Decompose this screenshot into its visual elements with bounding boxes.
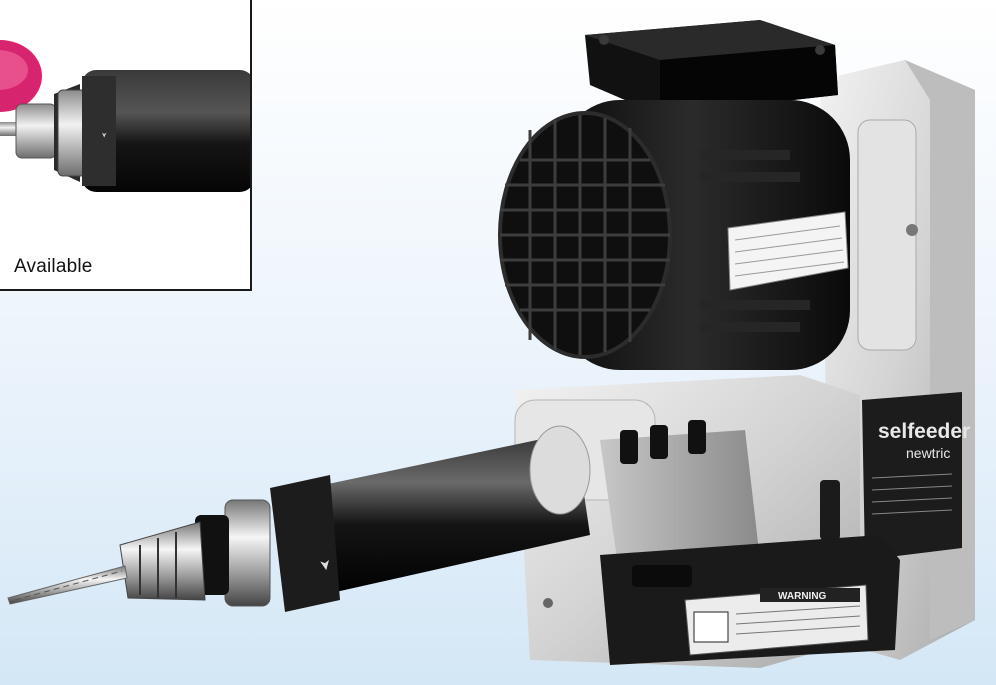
electric-motor xyxy=(498,100,850,370)
warning-pictogram xyxy=(693,611,729,643)
svg-text:➤: ➤ xyxy=(317,558,335,573)
knob-left xyxy=(620,430,638,464)
warning-heading: WARNING xyxy=(778,591,827,602)
knob-right xyxy=(688,420,706,454)
svg-text:➤: ➤ xyxy=(100,132,107,138)
drill-chuck xyxy=(119,499,271,607)
motor-terminal-box xyxy=(585,20,838,115)
base-guard: WARNING xyxy=(600,535,900,665)
inset-caption: Available xyxy=(14,256,93,277)
drill-bit xyxy=(7,565,128,605)
knob-middle xyxy=(650,425,668,459)
inset-spindle-image: ➤ xyxy=(0,40,250,192)
motor-nameplate xyxy=(727,211,849,291)
model-name: newtric xyxy=(906,445,950,461)
spindle-tube: ➤ xyxy=(270,425,591,612)
inset-photo-box: ➤ Available xyxy=(0,0,252,291)
selfeeder-badge: selfeeder newtric xyxy=(862,392,970,560)
fan-grille xyxy=(500,115,670,355)
brand-name: selfeeder xyxy=(878,420,970,443)
